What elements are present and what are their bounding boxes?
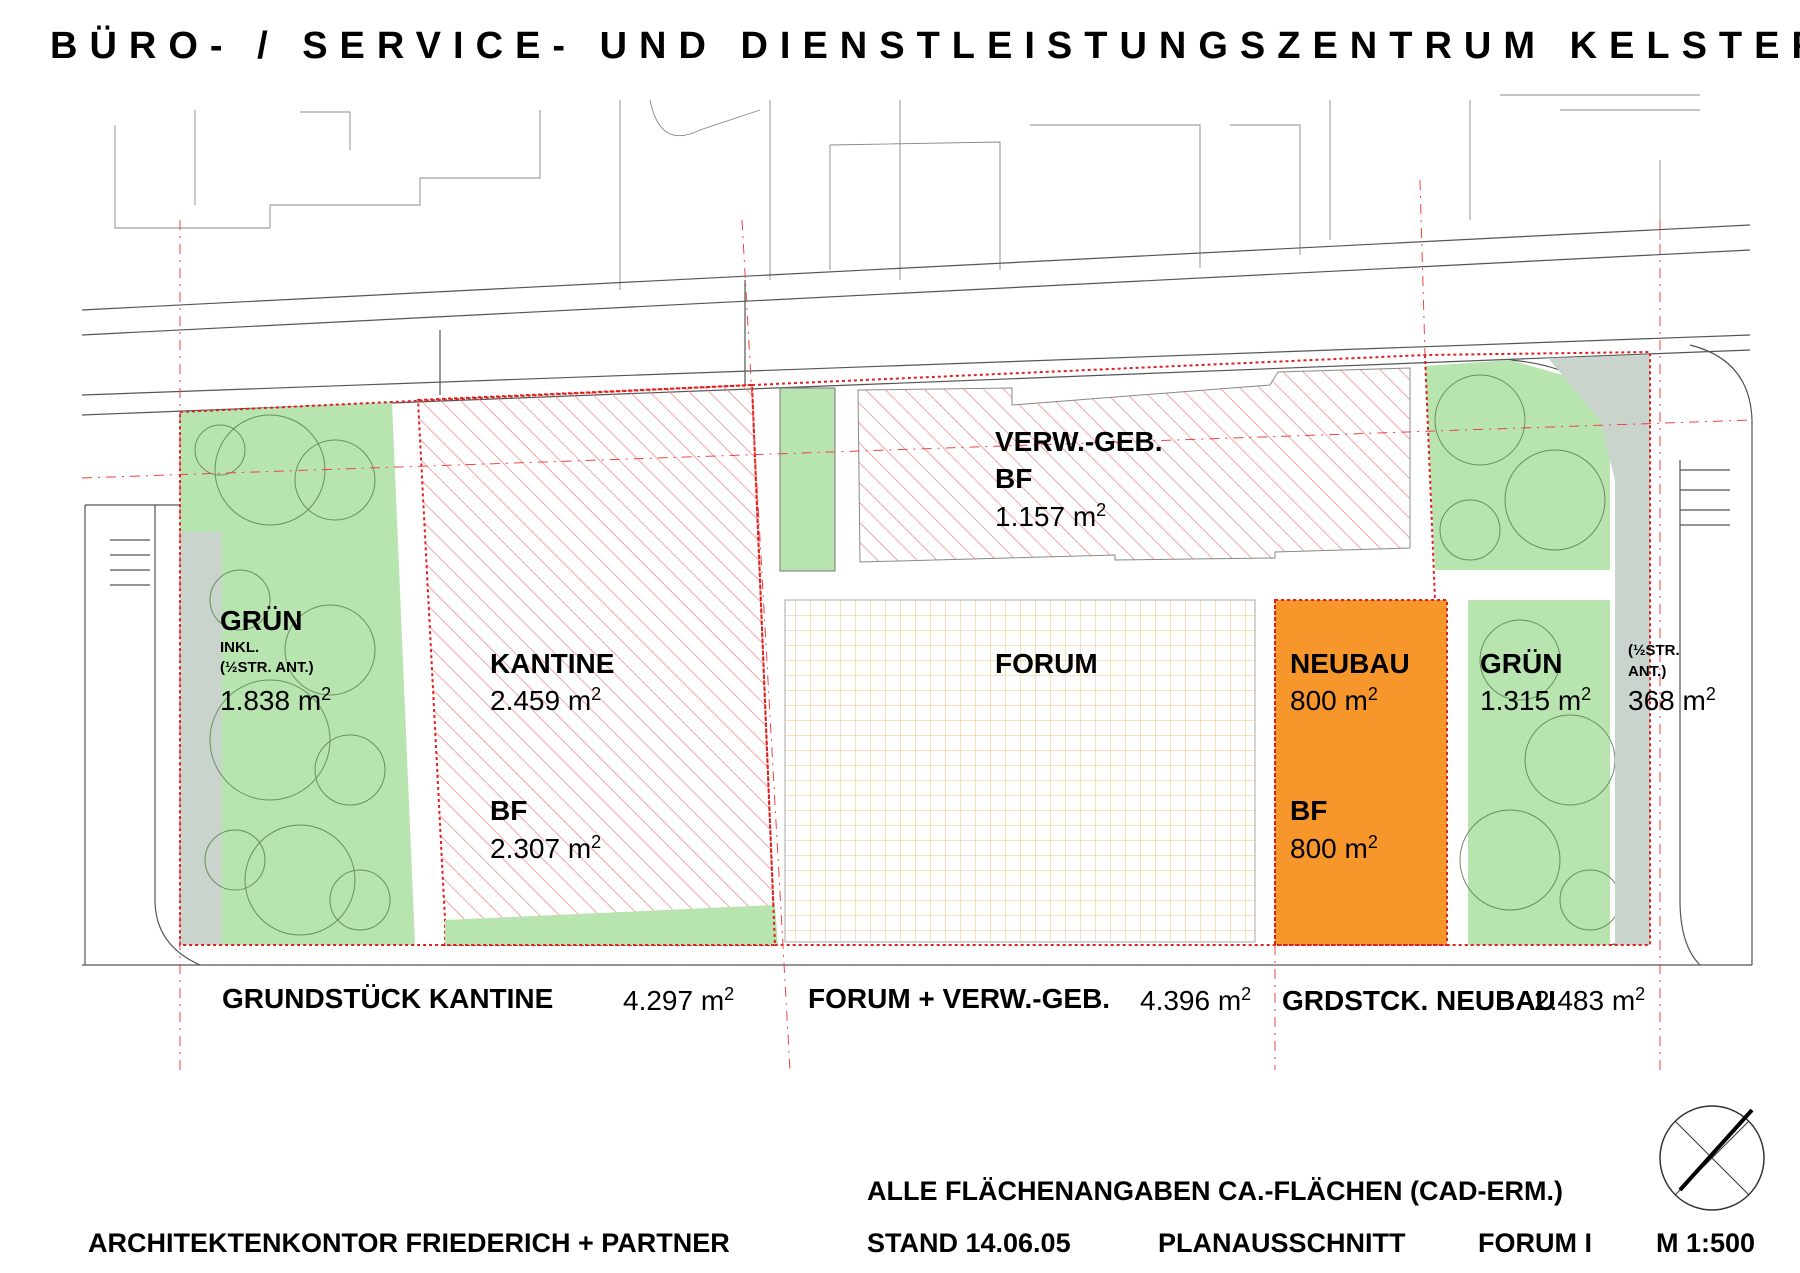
green-strip-middle bbox=[779, 387, 836, 572]
neubau-label: NEUBAU bbox=[1290, 648, 1410, 679]
strip-right-value: 368 m2 bbox=[1628, 684, 1716, 716]
kantine-label: KANTINE bbox=[490, 648, 614, 679]
neubau-value: 800 m2 bbox=[1290, 684, 1378, 716]
gruen-left-value: 1.838 m2 bbox=[220, 684, 331, 716]
plot-kantine-label: GRUNDSTÜCK KANTINE bbox=[222, 983, 553, 1014]
kantine-bf-value: 2.307 m2 bbox=[490, 832, 601, 864]
plot-neubau-label: GRDSTCK. NEUBAU bbox=[1282, 985, 1556, 1016]
plan-title: BÜRO- / SERVICE- UND DIENSTLEISTUNGSZENT… bbox=[50, 24, 1800, 67]
footer-date: STAND 14.06.05 bbox=[867, 1228, 1071, 1258]
strip-right-note1: (½STR. bbox=[1628, 642, 1680, 659]
plot-kantine-value: 4.297 m2 bbox=[623, 984, 734, 1016]
strip-right-note2: ANT.) bbox=[1628, 663, 1666, 680]
gruen-right-value: 1.315 m2 bbox=[1480, 684, 1591, 716]
strip-right-area bbox=[1548, 355, 1650, 945]
neubau-bf-label: BF bbox=[1290, 795, 1327, 826]
verw-bf-label: BF bbox=[995, 463, 1032, 494]
forum-label: FORUM bbox=[995, 648, 1098, 679]
neubau-area bbox=[1274, 599, 1448, 946]
dashed-axes bbox=[81, 179, 1753, 1071]
footer-note: ALLE FLÄCHENANGABEN CA.-FLÄCHEN (CAD-ERM… bbox=[867, 1176, 1563, 1206]
plot-boundaries bbox=[179, 350, 1651, 946]
footer-project: FORUM I bbox=[1478, 1228, 1592, 1258]
context-linework bbox=[81, 94, 1753, 966]
footer-office: ARCHITEKTENKONTOR FRIEDERICH + PARTNER bbox=[88, 1228, 730, 1258]
neubau-bf-value: 800 m2 bbox=[1290, 832, 1378, 864]
plot-neubau-value: 2.483 m2 bbox=[1534, 984, 1645, 1016]
gruen-left-note2: (½STR. ANT.) bbox=[220, 659, 314, 676]
gruen-left-note1: INKL. bbox=[220, 639, 259, 656]
footer-section: PLANAUSSCHNITT bbox=[1158, 1228, 1406, 1258]
gruen-right-top bbox=[1425, 360, 1610, 570]
north-arrow-icon bbox=[1659, 1105, 1765, 1211]
gruen-right-label: GRÜN bbox=[1480, 648, 1562, 679]
verw-area bbox=[857, 367, 1411, 563]
gruen-left-area bbox=[180, 402, 415, 945]
forum-area bbox=[784, 599, 1256, 943]
plot-forum-label: FORUM + VERW.-GEB. bbox=[808, 983, 1110, 1014]
kantine-bf-label: BF bbox=[490, 795, 527, 826]
gruen-left-label: GRÜN bbox=[220, 605, 302, 636]
kantine-green-strip bbox=[445, 905, 778, 945]
verw-label: VERW.-GEB. bbox=[995, 426, 1163, 457]
kantine-value: 2.459 m2 bbox=[490, 684, 601, 716]
verw-value: 1.157 m2 bbox=[995, 500, 1106, 532]
plot-forum-value: 4.396 m2 bbox=[1140, 984, 1251, 1016]
footer-scale: M 1:500 bbox=[1656, 1228, 1755, 1258]
